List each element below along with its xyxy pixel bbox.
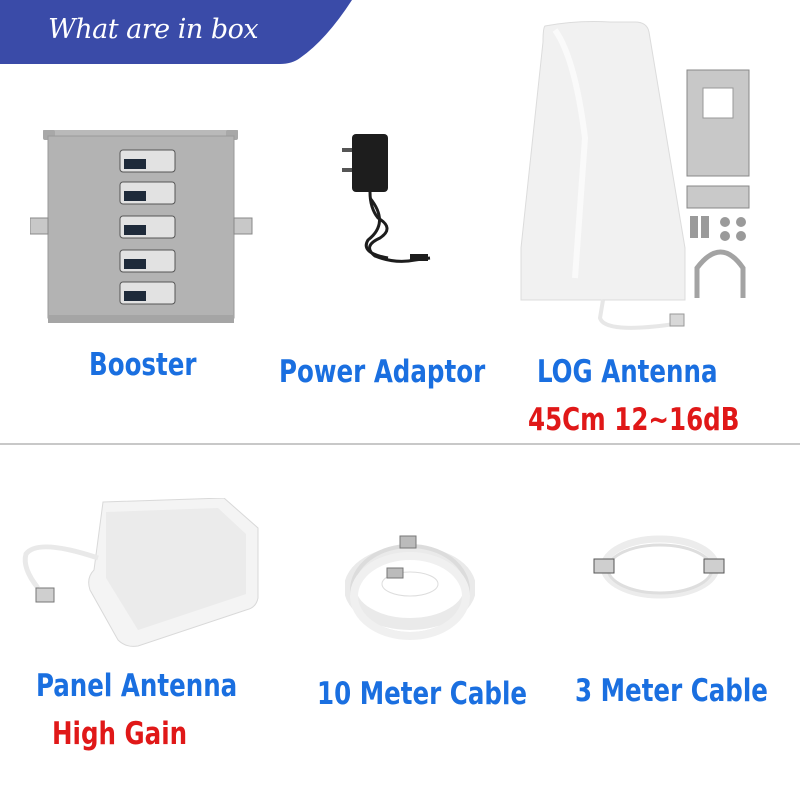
- three-meter-cable-image: [590, 525, 730, 614]
- ten-meter-cable-label: 10 Meter Cable: [317, 676, 528, 712]
- panel-antenna-label: Panel Antenna: [36, 668, 238, 704]
- log-antenna-image: [515, 18, 785, 342]
- header-banner: What are in box: [0, 0, 360, 64]
- ten-meter-cable-image: [344, 518, 476, 652]
- log-antenna-spec: 45Cm 12~16dB: [528, 402, 740, 438]
- section-divider: [0, 443, 800, 445]
- booster-image: [29, 130, 260, 334]
- three-meter-cable-label: 3 Meter Cable: [575, 673, 768, 709]
- power-adaptor-label: Power Adaptor: [279, 354, 486, 390]
- panel-antenna-spec: High Gain: [52, 716, 188, 752]
- panel-antenna-image: [18, 497, 268, 652]
- booster-label: Booster: [89, 347, 197, 383]
- log-antenna-label: LOG Antenna: [537, 354, 718, 390]
- banner-shape: [0, 0, 352, 64]
- power-adapter-image: [340, 128, 450, 282]
- banner-title: What are in box: [48, 14, 259, 45]
